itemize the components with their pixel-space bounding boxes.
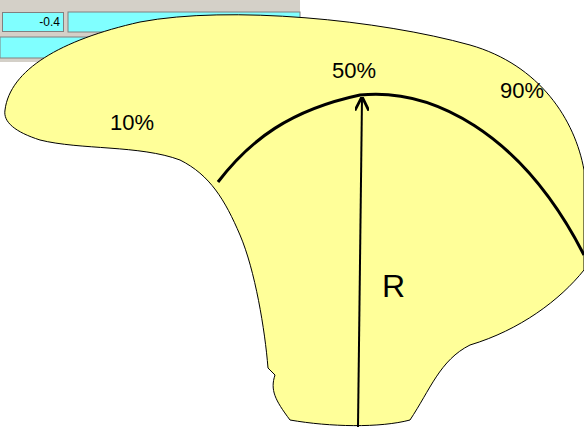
percent-label: 10% xyxy=(110,110,154,136)
cam-profile xyxy=(5,15,584,426)
percent-label: 50% xyxy=(332,58,376,84)
radius-label: R xyxy=(382,268,405,305)
contact-arc xyxy=(218,94,584,255)
value-field: -0.4 xyxy=(2,12,64,32)
field-value: -0.4 xyxy=(39,15,60,29)
percent-label: 90% xyxy=(500,78,544,104)
radius-arrow xyxy=(358,98,362,427)
